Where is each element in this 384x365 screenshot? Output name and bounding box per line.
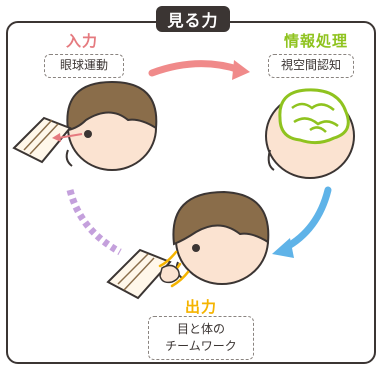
output-label-line2: チームワーク (165, 339, 237, 353)
output-person (172, 190, 270, 285)
output-label: 目と体の チームワーク (148, 316, 254, 360)
arrow-head-top (232, 60, 250, 80)
processing-heading: 情報処理 (284, 32, 349, 50)
output-book-icon (106, 248, 172, 300)
arrow-head-right (272, 238, 294, 258)
output-label-line1: 目と体の (176, 321, 225, 336)
output-hand (159, 264, 180, 284)
processing-person (265, 88, 355, 179)
arrow-input-to-processing (148, 60, 244, 77)
arrow-output-to-input (66, 189, 122, 256)
input-eye-icon (84, 130, 92, 138)
input-book-icon (12, 116, 72, 164)
processing-label: 視空間認知 (268, 54, 354, 78)
brain-icon (278, 88, 350, 145)
input-heading: 入力 (66, 32, 99, 50)
output-heading: 出力 (185, 298, 218, 316)
output-eye-icon (192, 244, 200, 252)
input-label: 眼球運動 (44, 54, 124, 78)
input-sight-arrow (57, 133, 83, 139)
input-person (65, 80, 158, 171)
arrow-processing-to-output (281, 186, 332, 252)
diagram-title: 見る力 (156, 6, 230, 32)
